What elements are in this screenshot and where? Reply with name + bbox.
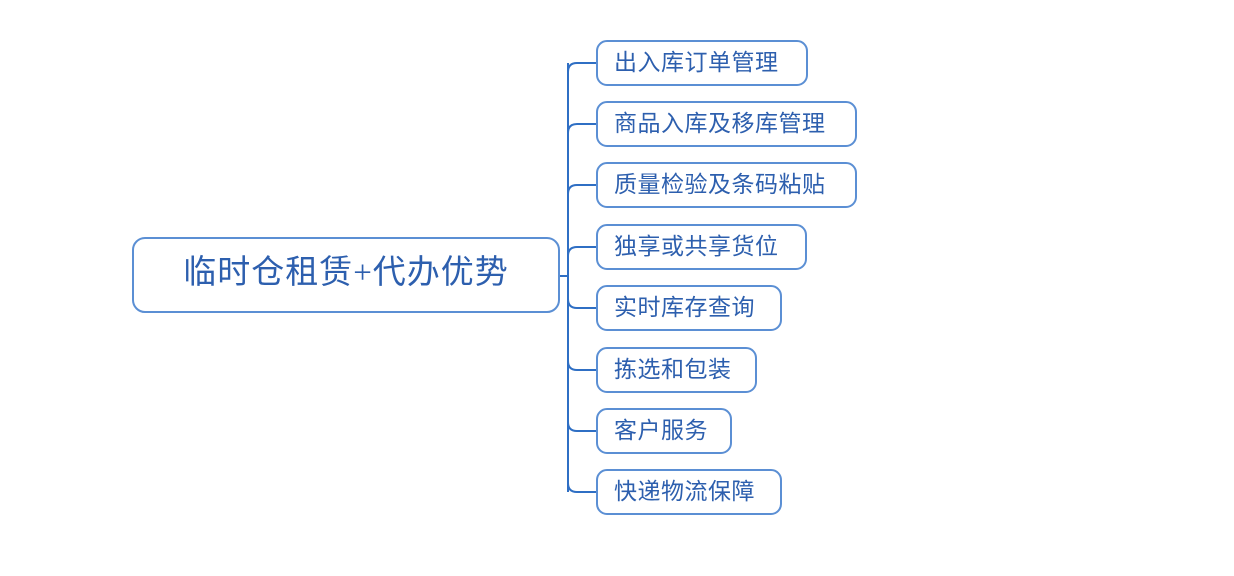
mindmap-child-node-2[interactable]: 商品入库及移库管理 (596, 101, 857, 147)
connector-branch-7 (567, 421, 596, 432)
mindmap-root-node[interactable]: 临时仓租赁+代办优势 (132, 237, 560, 313)
mindmap-child-node-3[interactable]: 质量检验及条码粘贴 (596, 162, 857, 208)
connector-branch-8 (567, 482, 596, 493)
mindmap-child-label: 拣选和包装 (614, 356, 732, 382)
mindmap-child-label: 快递物流保障 (614, 478, 755, 504)
connector-branch-1 (567, 62, 596, 73)
mindmap-child-node-6[interactable]: 拣选和包装 (596, 347, 757, 393)
mindmap-child-label: 独享或共享货位 (614, 233, 779, 259)
connector-branch-5 (567, 298, 596, 309)
mindmap-child-label: 质量检验及条码粘贴 (614, 171, 826, 197)
mindmap-child-label: 出入库订单管理 (614, 49, 779, 75)
mindmap-child-node-5[interactable]: 实时库存查询 (596, 285, 782, 331)
mindmap-child-node-8[interactable]: 快递物流保障 (596, 469, 782, 515)
mindmap-child-label: 实时库存查询 (614, 294, 755, 320)
connector-branch-3 (567, 184, 596, 195)
mindmap-child-node-1[interactable]: 出入库订单管理 (596, 40, 808, 86)
mindmap-child-node-7[interactable]: 客户服务 (596, 408, 732, 454)
connector-branch-4 (567, 246, 596, 257)
mindmap-root-label: 临时仓租赁+代办优势 (183, 255, 509, 291)
connector-branch-6 (567, 360, 596, 371)
mindmap-child-node-4[interactable]: 独享或共享货位 (596, 224, 807, 270)
mindmap-child-label: 商品入库及移库管理 (614, 110, 826, 136)
mindmap-child-label: 客户服务 (614, 417, 708, 443)
connector-branch-2 (567, 123, 596, 134)
